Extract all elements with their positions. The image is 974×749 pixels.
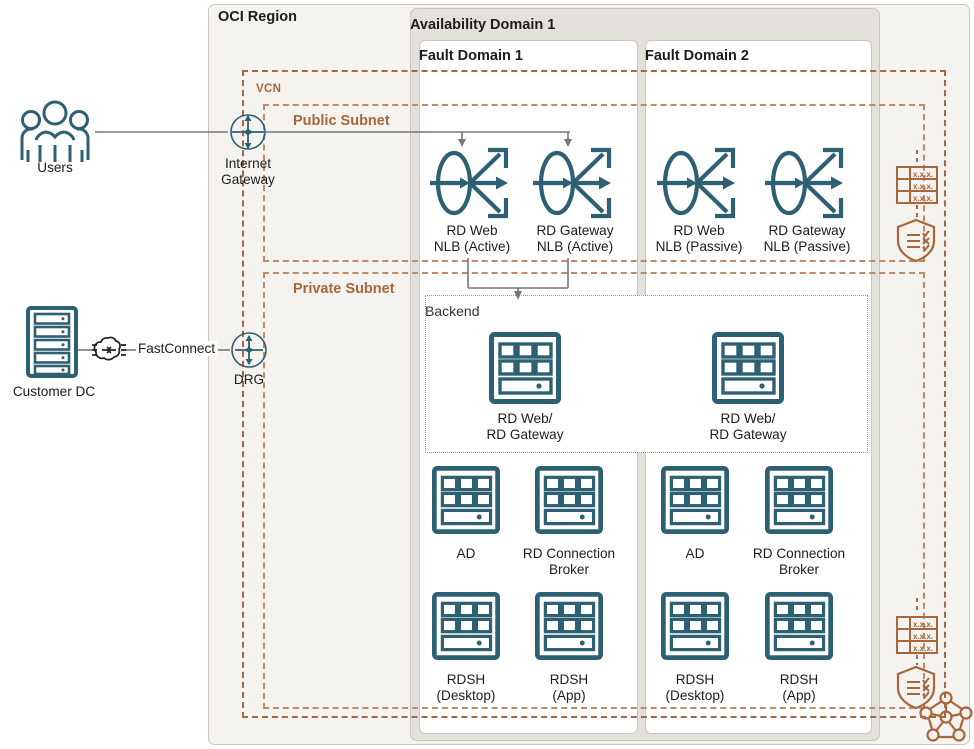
compute-instance-label-line1: RDSH	[779, 672, 819, 687]
fault-domain-1-title: Fault Domain 1	[419, 48, 523, 64]
compute-instance-icon	[712, 332, 784, 404]
security-list-shield-icon	[894, 218, 938, 263]
backend-label: Backend	[425, 303, 480, 319]
load-balancer-label-line2: NLB (Passive)	[763, 239, 851, 254]
route-table-icon: x.x.x. x.x.x. x.x.x.	[896, 165, 938, 205]
svg-text:x.x.x.: x.x.x.	[913, 182, 933, 191]
compute-instance-icon	[765, 466, 833, 534]
compute-instance-icon	[535, 592, 603, 660]
compute-instance-label-line1: RDSH	[446, 672, 486, 687]
compute-instance-label-line1: AD	[685, 546, 705, 561]
compute-instance-label-line1: RD Web/	[497, 411, 553, 426]
network-load-balancer-icon	[430, 142, 514, 224]
compute-instance-label-line1: RDSH	[675, 672, 715, 687]
compute-instance-label-line2: (Desktop)	[436, 688, 496, 703]
oci-region-title: OCI Region	[218, 9, 297, 25]
compute-instance-label-line2: (Desktop)	[665, 688, 725, 703]
load-balancer-label-line1: RD Gateway	[536, 223, 614, 238]
load-balancer-label-line1: RD Web	[446, 223, 498, 238]
svg-text:x.x.x.: x.x.x.	[913, 194, 933, 203]
compute-instance-icon	[765, 592, 833, 660]
drg-label: DRG	[233, 372, 265, 387]
compute-instance-icon	[535, 466, 603, 534]
load-balancer-label-line1: RD Web	[673, 223, 725, 238]
compute-instance-label-line2: (App)	[782, 688, 816, 703]
fastconnect-label: FastConnect	[136, 341, 218, 356]
internet-gateway-icon	[228, 112, 268, 152]
load-balancer-label-line1: RD Gateway	[768, 223, 846, 238]
load-balancer-label-line2: NLB (Active)	[433, 239, 511, 254]
compute-instance-label-line1: AD	[456, 546, 476, 561]
svg-text:x.x.x.: x.x.x.	[913, 644, 933, 653]
vcn-boundary	[242, 70, 946, 718]
route-table-bottom-connector	[916, 598, 918, 665]
compute-instance-label-line2: Broker	[778, 562, 820, 577]
fastconnect-cloud-icon	[90, 332, 128, 368]
public-subnet-label: Public Subnet	[290, 113, 393, 129]
compute-instance-icon	[432, 466, 500, 534]
public-subnet-boundary	[263, 104, 925, 262]
service-gateway-nodes-icon	[919, 691, 973, 742]
compute-instance-label-line2: (App)	[552, 688, 586, 703]
compute-instance-label-line2: RD Gateway	[709, 427, 787, 442]
compute-instance-label-line2: RD Gateway	[486, 427, 564, 442]
users-icon	[14, 100, 96, 162]
load-balancer-label-line2: NLB (Active)	[536, 239, 614, 254]
load-balancer-label-line2: NLB (Passive)	[655, 239, 743, 254]
internet-gateway-label-line1: Internet	[224, 156, 272, 171]
private-subnet-label: Private Subnet	[290, 281, 398, 297]
compute-instance-icon	[489, 332, 561, 404]
compute-instance-label-line2: Broker	[548, 562, 590, 577]
security-list-shield-icon-2	[894, 665, 938, 710]
svg-text:x.x.x.: x.x.x.	[913, 632, 933, 641]
compute-instance-icon	[432, 592, 500, 660]
compute-instance-icon	[661, 592, 729, 660]
server-rack-icon	[26, 306, 78, 378]
compute-instance-label-line1: RD Connection	[752, 546, 846, 561]
vcn-label: VCN	[256, 83, 282, 95]
compute-instance-label-line1: RD Web/	[720, 411, 776, 426]
fault-domain-2-title: Fault Domain 2	[645, 48, 749, 64]
private-subnet-boundary	[263, 272, 925, 709]
compute-instance-icon	[661, 466, 729, 534]
svg-text:x.x.x.: x.x.x.	[913, 620, 933, 629]
compute-instance-label-line1: RDSH	[549, 672, 589, 687]
internet-gateway-label-line2: Gateway	[221, 172, 275, 187]
network-load-balancer-icon	[765, 142, 849, 224]
users-label: Users	[37, 160, 73, 175]
route-table-icon-2: x.x.x. x.x.x. x.x.x.	[896, 615, 938, 655]
compute-instance-label-line1: RD Connection	[522, 546, 616, 561]
availability-domain-1-title: Availability Domain 1	[410, 17, 556, 33]
network-load-balancer-icon	[657, 142, 741, 224]
route-table-top-connector	[916, 150, 918, 220]
dynamic-routing-gateway-icon	[229, 330, 269, 370]
network-load-balancer-icon	[533, 142, 617, 224]
customer-dc-label: Customer DC	[12, 384, 96, 399]
svg-text:x.x.x.: x.x.x.	[913, 170, 933, 179]
